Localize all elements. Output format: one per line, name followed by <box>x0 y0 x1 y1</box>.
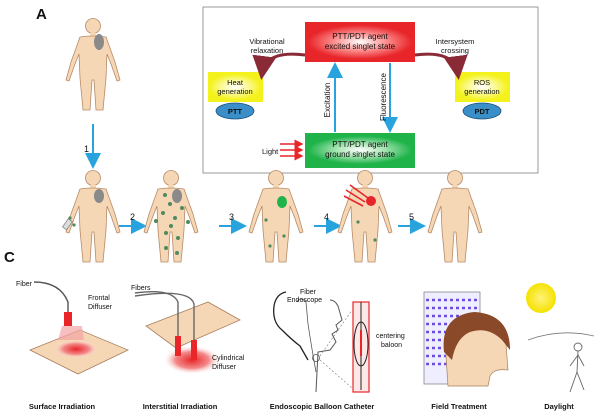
excited-label-2: excited singlet state <box>325 42 396 51</box>
caption-endoscopic: Endoscopic Balloon Catheter <box>270 402 375 411</box>
patient-figure-dye-injection <box>62 170 121 263</box>
ros-generation-box: ROS generation <box>455 72 510 102</box>
field-treatment-illustration <box>423 291 510 387</box>
patient-hair <box>443 312 510 360</box>
isc-label-2: crossing <box>441 46 469 55</box>
panel-label-a: A <box>36 6 47 23</box>
syringe-icon <box>62 218 73 231</box>
walking-person-icon <box>569 342 585 393</box>
excited-label-1: PTT/PDT agent <box>332 32 388 41</box>
fiber-cable <box>33 281 69 325</box>
patient-figure-distribution <box>143 170 199 263</box>
centering-label-2: baloon <box>381 342 402 349</box>
ptt-badge: PTT <box>215 102 255 120</box>
ros-label-1: ROS <box>474 78 490 87</box>
endoscope-cable <box>273 291 309 361</box>
interstitial-irradiation-illustration <box>134 290 241 374</box>
panel-label-c: C <box>4 249 15 266</box>
head-profile-outline <box>315 299 343 393</box>
cylindrical-diffuser-label-2: Diffuser <box>212 364 237 371</box>
heat-generation-box: Heat generation <box>208 72 263 102</box>
frontal-diffuser-label-2: Diffuser <box>88 304 113 311</box>
patient-figure-initial <box>65 18 121 111</box>
pdt-badge: PDT <box>462 102 502 120</box>
tumor-spot <box>94 34 104 50</box>
vib-label-1: Vibrational <box>249 37 285 46</box>
cylindrical-diffuser-label-1: Cylindrical <box>212 355 245 362</box>
light-arrows <box>280 139 304 161</box>
daylight-illustration <box>526 283 595 393</box>
isc-label-1: Intersystem <box>436 37 475 46</box>
vibrational-relaxation-arrow <box>252 52 306 80</box>
fiber-label: Fiber <box>16 281 33 288</box>
laser-beam <box>349 184 369 199</box>
patient-figure-recovered <box>427 170 483 263</box>
step-label-2: 2 <box>130 212 135 222</box>
intersystem-crossing-arrow <box>414 52 468 80</box>
caption-surface: Surface Irradiation <box>29 402 96 411</box>
caption-field: Field Treatment <box>431 402 487 411</box>
step-label-3: 3 <box>229 212 234 222</box>
patient-figure-accumulation <box>248 170 304 263</box>
ptt-label: PTT <box>228 107 243 116</box>
ground-label-2: ground singlet state <box>325 150 395 159</box>
step-label-1: 1 <box>84 144 89 154</box>
surface-irradiation-illustration <box>29 281 129 375</box>
fluorescence-label: Fluorescence <box>379 72 388 121</box>
excitation-label: Excitation <box>323 83 332 118</box>
excited-state-box: PTT/PDT agent excited singlet state <box>305 22 415 62</box>
light-label: Light <box>262 147 279 156</box>
centering-label-1: centering <box>376 333 405 340</box>
caption-daylight: Daylight <box>544 402 574 411</box>
fiber-2 <box>134 292 195 360</box>
ground-state-box: PTT/PDT agent ground singlet state <box>305 133 415 168</box>
fiber-endoscope-label-2: Endoscope <box>287 297 322 304</box>
cylindrical-diffuser <box>175 336 181 356</box>
frontal-diffuser-label-1: Frontal <box>88 295 110 302</box>
endoscopic-illustration <box>273 291 370 393</box>
patient-figure-irradiation <box>337 170 393 263</box>
caption-interstitial: Interstitial Irradiation <box>143 402 218 411</box>
ros-label-2: generation <box>464 87 499 96</box>
step-label-4: 4 <box>324 212 329 222</box>
step-label-5: 5 <box>409 212 414 222</box>
vib-label-2: relaxation <box>251 46 284 55</box>
fiber-endoscope-label-1: Fiber <box>300 289 317 296</box>
pdt-label: PDT <box>475 107 490 116</box>
ground-label-1: PTT/PDT agent <box>332 140 388 149</box>
heat-label-2: generation <box>217 87 252 96</box>
fibers-label: Fibers <box>131 285 151 292</box>
sun-icon <box>526 283 556 313</box>
frontal-diffuser <box>64 312 72 326</box>
heat-label-1: Heat <box>227 78 244 87</box>
